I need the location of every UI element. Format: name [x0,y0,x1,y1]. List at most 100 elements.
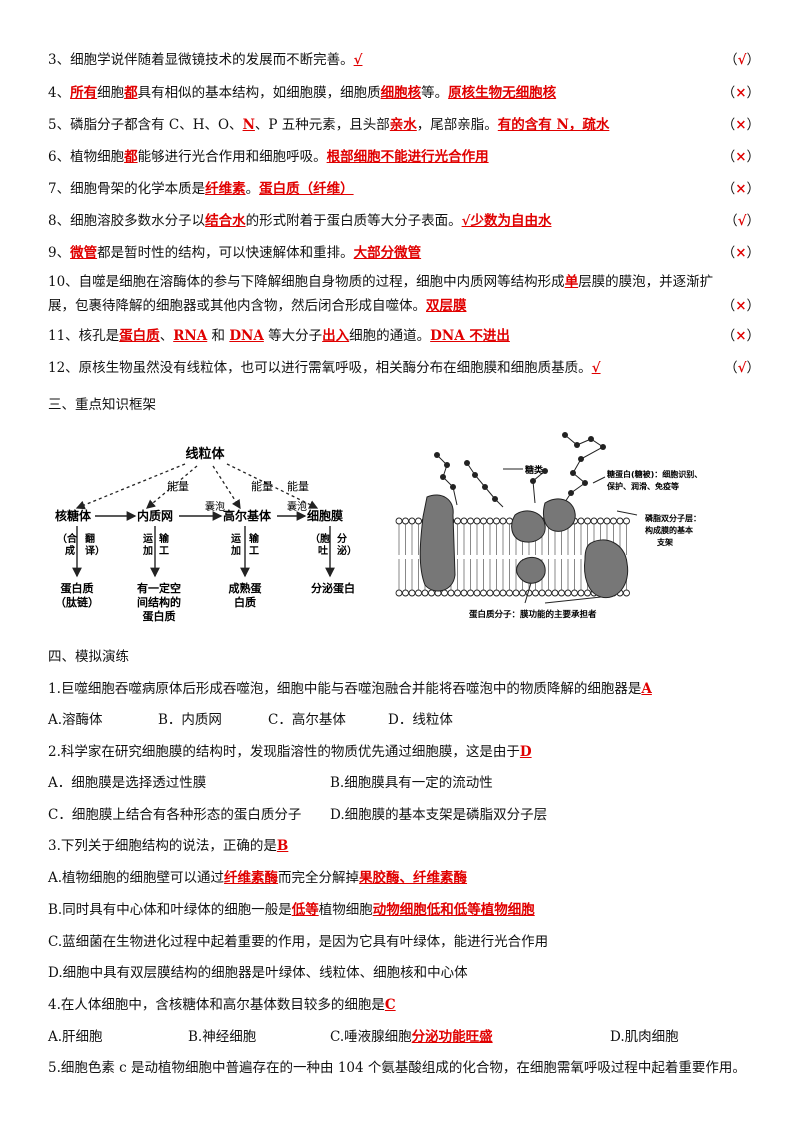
phospholipid-head [623,589,630,597]
phospholipid-head [571,589,578,597]
answer-mark: （×） [721,85,760,101]
secretion-flow-diagram: 线粒体 能量 能量 能量 囊泡 囊泡 核糖体 内质网 高尔基体 细胞膜 （合 成… [55,446,357,623]
step3-b: 加 [230,544,241,557]
answer-annotation: RNA [173,328,208,344]
phospholipid-head [480,589,487,597]
statement-text: 而完全分解掉 [278,870,360,886]
item-3: 3、细胞学说伴随着显微镜技术的发展而不断完善。√（√） [48,50,760,70]
item-10-line2: 展，包裹待降解的细胞器或其他内含物，然后闭合形成自噬体。双层膜 （×） [48,296,760,316]
answer-annotation: 纤维素 [205,181,246,197]
q2-option-d: D.细胞膜的基本支架是磷脂双分子层 [330,807,548,823]
answer-annotation: 结合水 [205,213,246,229]
statement-text: 层膜的膜泡，并逐渐扩 [578,274,714,290]
item-11: 11、核孔是蛋白质、RNA 和 DNA 等大分子出入细胞的通道。DNA 不进出（… [48,326,760,346]
answer-note: 分泌功能旺盛 [411,1029,493,1045]
statement-text: 、 [159,328,174,344]
statement-text: 3、细胞学说伴随着显微镜技术的发展而不断完善。 [48,52,354,68]
energy-label-2: 能量 [251,479,273,493]
phospholipid-head [584,589,591,597]
phospholipid-head [616,517,624,525]
answer-letter: C [384,997,396,1013]
question-4: 4.在人体细胞中，含核糖体和高尔基体数目较多的细胞是C [48,997,396,1013]
step1-b: 成 [65,544,75,557]
node-membrane: 细胞膜 [307,508,343,523]
statement-text: 10、自噬是细胞在溶酶体的参与下降解细胞自身物质的过程，细胞中内质网等结构形成 [48,274,565,290]
statement-text: 6、植物细胞 [48,149,125,165]
lipid-label-l1: 磷脂双分子层： [645,513,701,523]
answer-annotation: 都 [124,85,138,101]
item-8: 8、细胞溶胶多数水分子以结合水的形式附着于蛋白质等大分子表面。√少数为自由水（√… [48,211,760,231]
step3-a: 运 [231,533,241,545]
q2-option-a: A．细胞膜是选择透过性膜 [48,775,207,791]
statement-text: 等大分子 [263,328,323,344]
answer-mark: （×） [721,245,760,261]
step4-c: 分 [337,532,347,545]
node-ribosome: 核糖体 [55,508,92,523]
statement-text: 细胞 [97,85,125,101]
phospholipid-head [493,517,500,525]
statement-text: 植物细胞 [318,902,373,918]
step3-d: 工 [249,546,259,557]
statement-text: ，尾部亲脂。 [416,117,498,133]
phospholipid-head [551,589,559,597]
lipid-label-l2: 构成膜的基本 [645,525,693,535]
section-3-heading: 三、重点知识框架 [48,397,156,413]
q4-option-d: D.肌肉细胞 [610,1029,679,1045]
mitochondria-label: 线粒体 [185,446,225,462]
answer-mark: （√） [724,213,760,229]
output3-l1: 成熟蛋 [229,581,263,595]
answer-annotation: 蛋白质（纤维） [259,181,354,197]
section-4-heading: 四、模拟演练 [48,649,129,665]
answer-annotation: 大部分微管 [353,245,422,261]
answer-annotation: 单 [564,274,579,290]
output3-l2: 白质 [234,595,256,609]
phospholipid-head [603,517,611,525]
answer-annotation: 蛋白质 [119,328,160,344]
answer-annotation: 动物细胞低和低等植物细胞 [372,902,535,918]
phospholipid-head [590,517,598,525]
energy-label-3: 能量 [287,479,309,493]
phospholipid-head [499,517,507,525]
answer-letter: D [519,744,532,760]
q3-option-b: B.同时具有中心体和叶绿体的细胞一般是低等植物细胞动物细胞低和低等植物细胞 [48,900,760,920]
protein-label: 蛋白质分子：膜功能的主要承担者 [469,609,597,620]
answer-annotation: 细胞核 [380,85,422,101]
statement-text: 、P 五种元素，且头部 [254,117,390,133]
answer-annotation: N [242,117,255,133]
phospholipid-head [499,589,507,597]
phospholipid-head [577,517,585,525]
answer-annotation: √少数为自由水 [461,213,552,229]
phospholipid-head [460,517,468,525]
output1-l1: 蛋白质 [61,581,94,595]
phospholipid-head [506,589,513,597]
answer-mark: （×） [721,117,760,133]
cell-membrane-diagram: 糖类 糖蛋白(糖被)：细胞识别、 保护、润滑、免疫等 磷脂双分子层： 构成膜的基… [395,432,702,620]
vesicle-label-2: 囊泡 [287,500,307,513]
phospholipid-head [610,517,617,525]
statement-text: A.植物细胞的细胞壁可以通过 [48,870,225,886]
lipid-label-l3: 支架 [656,537,673,547]
step3-c: 输 [249,532,260,545]
step2-c: 输 [159,532,170,545]
step4-b: 吐 [318,544,328,557]
answer-annotation: 低等 [291,902,319,918]
statement-text: B.同时具有中心体和叶绿体的细胞一般是 [48,902,292,918]
q1-option-b: B．内质网 [158,712,222,728]
answer-mark: （×） [721,328,760,344]
q2-option-c: C．细胞膜上结合有各种形态的蛋白质分子 [48,807,302,823]
answer-annotation: √ [353,52,363,68]
phospholipid-head [421,589,429,597]
node-golgi: 高尔基体 [223,508,272,523]
q4-option-b: B.神经细胞 [188,1029,257,1045]
q1-option-c: C．高尔基体 [268,712,346,728]
item-7: 7、细胞骨架的化学本质是纤维素。蛋白质（纤维）（×） [48,179,760,199]
item-9: 9、微管都是暂时性的结构，可以快速解体和重排。大部分微管（×） [48,243,760,263]
q1-option-d: D．线粒体 [388,712,453,728]
node-er: 内质网 [137,508,173,523]
output1-l2: （肽链） [55,595,99,609]
q4-option-a: A.肝细胞 [48,1029,103,1045]
phospholipid-head [623,517,630,525]
answer-letter: A [641,681,652,697]
answer-annotation: 纤维素酶 [224,870,279,886]
step2-d: 工 [159,546,169,557]
